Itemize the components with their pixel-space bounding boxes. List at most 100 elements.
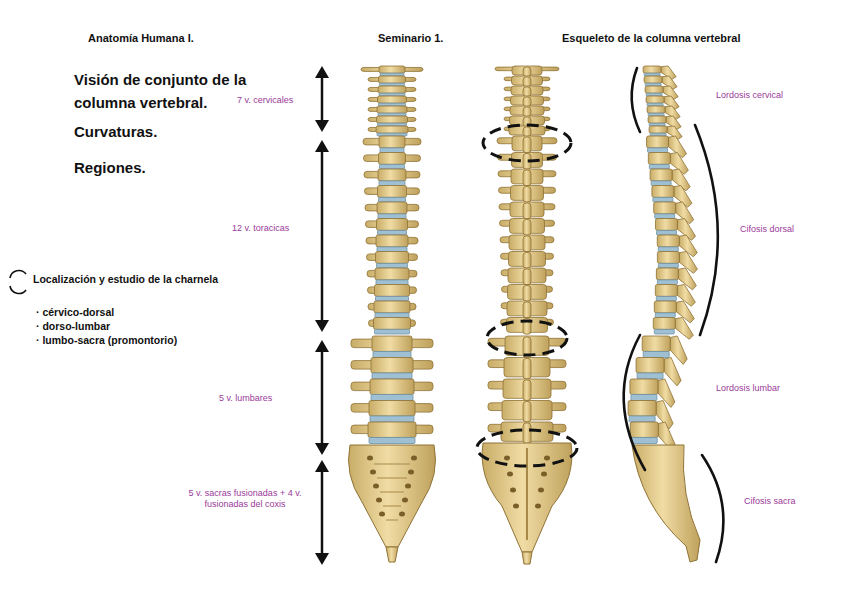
vertebral-body: [377, 106, 407, 113]
bullet-item: · lumbo-sacra (promontorio): [36, 334, 177, 346]
topic-note: Localización y estudio de la charnela: [33, 273, 218, 285]
intervertebral-disc: [378, 123, 407, 126]
intervertebral-disc: [631, 437, 657, 443]
sacral-foramen: [405, 484, 411, 489]
intervertebral-disc: [658, 263, 678, 268]
vertebral-body: [375, 285, 410, 297]
arrow-head: [315, 120, 329, 132]
curvature-arc: [695, 125, 718, 335]
header-text: Anatomía Humana I.: [88, 32, 194, 44]
curvature-label: Cifosis dorsal: [740, 224, 794, 235]
sacral-ridge: [380, 492, 404, 493]
spinous-process: [523, 423, 531, 443]
vertebral-body: [650, 169, 672, 181]
vertebral-body: [643, 66, 661, 73]
spinous-process: [523, 380, 531, 400]
intervertebral-disc: [378, 230, 407, 235]
intervertebral-disc: [655, 214, 675, 219]
vertebral-body: [376, 235, 408, 247]
vertebral-body: [652, 186, 674, 198]
sacral-foramen: [504, 456, 510, 461]
intervertebral-disc: [658, 247, 678, 252]
vertebral-body: [636, 358, 664, 373]
vertebral-body: [647, 106, 665, 113]
intervertebral-disc: [373, 351, 411, 357]
vertebral-body: [372, 336, 412, 351]
intervertebral-disc: [649, 164, 669, 169]
vertebral-body: [655, 285, 677, 297]
spinous-process: [523, 67, 531, 77]
spinous-process: [670, 336, 687, 364]
vertebral-body: [649, 126, 667, 133]
region-label: 12 v. toracicas: [232, 223, 289, 234]
intervertebral-disc: [377, 247, 407, 252]
spinous-process: [523, 269, 531, 285]
sacral-foramen: [544, 456, 550, 461]
spinous-process: [523, 253, 531, 269]
intervertebral-disc: [369, 437, 415, 443]
vertebral-body: [642, 336, 670, 351]
intervertebral-disc: [645, 83, 661, 86]
sacral-foramen: [510, 488, 516, 493]
vertebral-body: [644, 76, 662, 83]
spinous-process: [523, 187, 531, 203]
junction-ellipse: [483, 125, 571, 161]
sacral-ridge: [386, 520, 398, 521]
intervertebral-disc: [378, 113, 406, 116]
intervertebral-disc: [655, 313, 675, 318]
vertebral-body: [375, 268, 409, 280]
vertebral-body: [376, 252, 409, 264]
sacral-foramen: [379, 512, 385, 517]
vertebral-body: [376, 126, 408, 133]
median-crest: [526, 448, 528, 540]
vertebral-body: [654, 202, 676, 214]
sacral-foramen: [376, 498, 382, 503]
vertebral-body: [379, 76, 406, 83]
arrow-head: [315, 140, 329, 152]
sacral-foramen: [538, 488, 544, 493]
intervertebral-disc: [377, 133, 407, 136]
intervertebral-disc: [656, 230, 676, 235]
spinous-process: [523, 77, 531, 87]
sacral-foramen: [402, 498, 408, 503]
intervertebral-disc: [376, 296, 409, 301]
vertebral-body: [630, 422, 658, 437]
intervertebral-disc: [643, 351, 669, 357]
spinous-process: [523, 107, 531, 117]
spinous-process: [523, 286, 531, 302]
spinous-process: [523, 137, 531, 153]
vertebral-body: [648, 153, 670, 165]
curvature-arc: [702, 455, 723, 562]
vertebral-body: [374, 318, 411, 330]
vertebral-body: [379, 136, 405, 148]
spinous-process: [523, 97, 531, 107]
topic-heading: Regiones.: [74, 156, 146, 179]
vertebral-body: [657, 252, 679, 264]
curvature-label: Lordosis lumbar: [716, 383, 780, 394]
spinous-process: [523, 220, 531, 236]
sacral-foramen: [408, 470, 414, 475]
annotation-marks: [10, 66, 329, 565]
sacral-foramen: [373, 484, 379, 489]
sacral-ridge: [383, 506, 401, 507]
intervertebral-disc: [656, 296, 676, 301]
arrow-head: [315, 460, 329, 472]
vertebral-body: [646, 96, 664, 103]
front-spine: [349, 66, 436, 562]
intervertebral-disc: [375, 329, 410, 334]
sacral-foramen: [507, 472, 513, 477]
curvature-arc: [632, 68, 640, 132]
intervertebral-disc: [380, 164, 405, 169]
intervertebral-disc: [372, 373, 412, 379]
sacral-foramen: [513, 504, 519, 509]
vertebral-body: [378, 86, 406, 93]
intervertebral-disc: [646, 93, 662, 96]
region-arrow: [321, 148, 324, 324]
intervertebral-disc: [629, 416, 655, 422]
vertebral-body: [379, 66, 405, 73]
sacrum: [482, 443, 572, 552]
sacral-foramen: [370, 470, 376, 475]
arrow-head: [315, 66, 329, 78]
spinous-process: [523, 87, 531, 97]
